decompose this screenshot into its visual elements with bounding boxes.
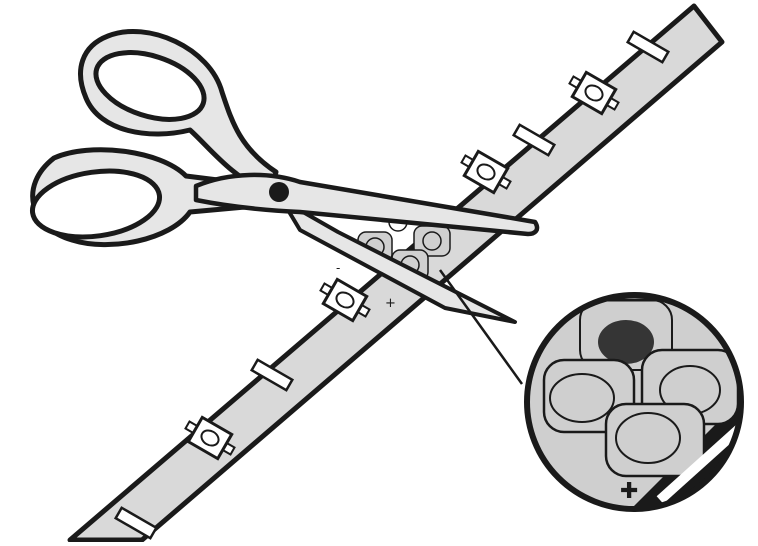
scissor-lower-blade — [280, 198, 517, 324]
resistor — [113, 506, 159, 540]
led-chip — [460, 149, 512, 195]
scissor-lower-handle — [29, 147, 259, 248]
scissor-upper-handle — [78, 29, 279, 197]
led-chip — [184, 415, 236, 461]
callout-line — [438, 269, 524, 385]
magnifier-detail: ✚ — [524, 292, 744, 512]
led-chip — [568, 70, 620, 116]
minus-label: - — [336, 261, 340, 275]
resistor — [625, 30, 671, 64]
magnified-plus-label: ✚ — [620, 479, 638, 504]
resistor — [511, 123, 557, 157]
led-chip — [319, 277, 371, 323]
plus-label: + — [385, 296, 396, 311]
pivot-screw — [269, 182, 289, 202]
resistor — [249, 358, 295, 392]
